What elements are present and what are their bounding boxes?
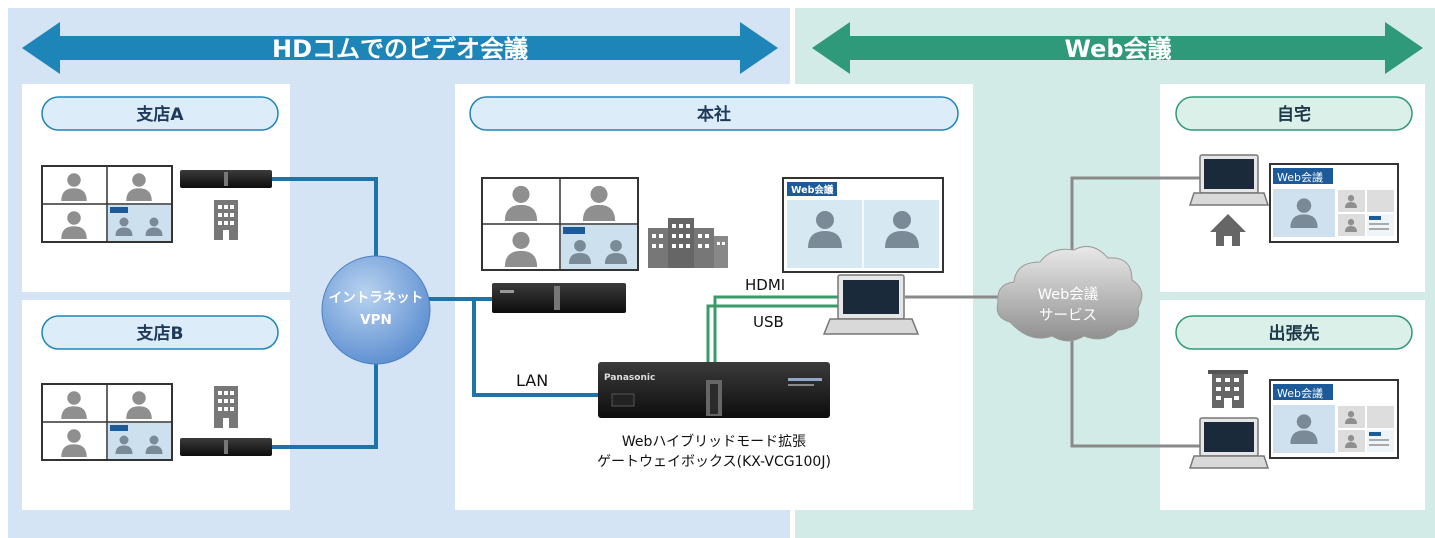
web-meeting-title: Web会議 xyxy=(1064,35,1171,63)
house-icon xyxy=(1210,214,1246,246)
web-service-label-2: サービス xyxy=(1039,307,1097,324)
branch-a-building-icon xyxy=(214,200,238,240)
branch-a-label: 支店A xyxy=(136,104,184,125)
vpn-label: VPN xyxy=(360,312,392,328)
home-laptop xyxy=(1188,154,1270,206)
hdmi-line xyxy=(713,295,838,362)
business-trip-label: 出張先 xyxy=(1269,323,1320,344)
head-office-label: 本社 xyxy=(697,104,731,125)
gateway-box: Panasonic xyxy=(598,362,830,418)
head-office-building-icon xyxy=(648,218,728,268)
intranet-label: イントラネット xyxy=(329,290,424,306)
head-office-monitor xyxy=(481,177,639,271)
lan-line-branch-a xyxy=(272,177,378,258)
trip-screen-tag: Web会議 xyxy=(1277,386,1323,400)
gateway-caption-2: ゲートウェイボックス(KX-VCG100J) xyxy=(597,454,831,470)
business-trip-header: 出張先 xyxy=(1175,315,1413,350)
branch-b-header: 支店B xyxy=(41,315,279,350)
branch-b-building-icon xyxy=(214,386,238,428)
web-meeting-service-cloud: Web会議 サービス xyxy=(996,245,1143,342)
lan-line-head-office xyxy=(428,297,600,397)
branch-b-monitor xyxy=(41,383,173,461)
usb-line xyxy=(706,304,838,362)
lan-line-branch-b xyxy=(272,362,378,449)
home-header: 自宅 xyxy=(1175,96,1413,131)
gateway-caption-1: Webハイブリッドモード拡張 xyxy=(622,433,806,450)
branch-a-codec xyxy=(180,170,272,188)
branch-b-codec xyxy=(180,438,272,456)
head-office-codec xyxy=(492,283,626,313)
head-office-laptop xyxy=(822,274,920,335)
web-service-label-1: Web会議 xyxy=(1038,285,1099,303)
hd-com-arrow xyxy=(22,22,778,74)
branch-a-header: 支店A xyxy=(41,96,279,131)
web-meeting-display: Web会議 xyxy=(782,177,944,273)
home-screen: Web会議 xyxy=(1269,163,1399,243)
home-label: 自宅 xyxy=(1277,104,1311,125)
gateway-brand: Panasonic xyxy=(604,373,655,383)
branch-a-monitor xyxy=(41,165,173,243)
web-meeting-arrow xyxy=(812,22,1423,74)
web-line-trip xyxy=(1070,330,1200,448)
display-web-meeting-tag: Web会議 xyxy=(791,184,834,196)
trip-screen: Web会議 xyxy=(1269,379,1399,459)
lan-label: LAN xyxy=(516,371,548,390)
trip-laptop xyxy=(1188,417,1270,469)
usb-label: USB xyxy=(753,313,784,331)
intranet-vpn-node: イントラネット VPN xyxy=(321,255,431,365)
hotel-building-icon xyxy=(1208,370,1248,408)
hdmi-line-inner xyxy=(718,300,838,362)
web-line-home xyxy=(1070,176,1200,262)
home-screen-tag: Web会議 xyxy=(1277,170,1323,184)
head-office-header: 本社 xyxy=(469,96,959,131)
hdmi-label: HDMI xyxy=(745,276,785,294)
hd-com-title: HDコムでのビデオ会議 xyxy=(272,35,528,63)
branch-b-label: 支店B xyxy=(137,323,184,344)
